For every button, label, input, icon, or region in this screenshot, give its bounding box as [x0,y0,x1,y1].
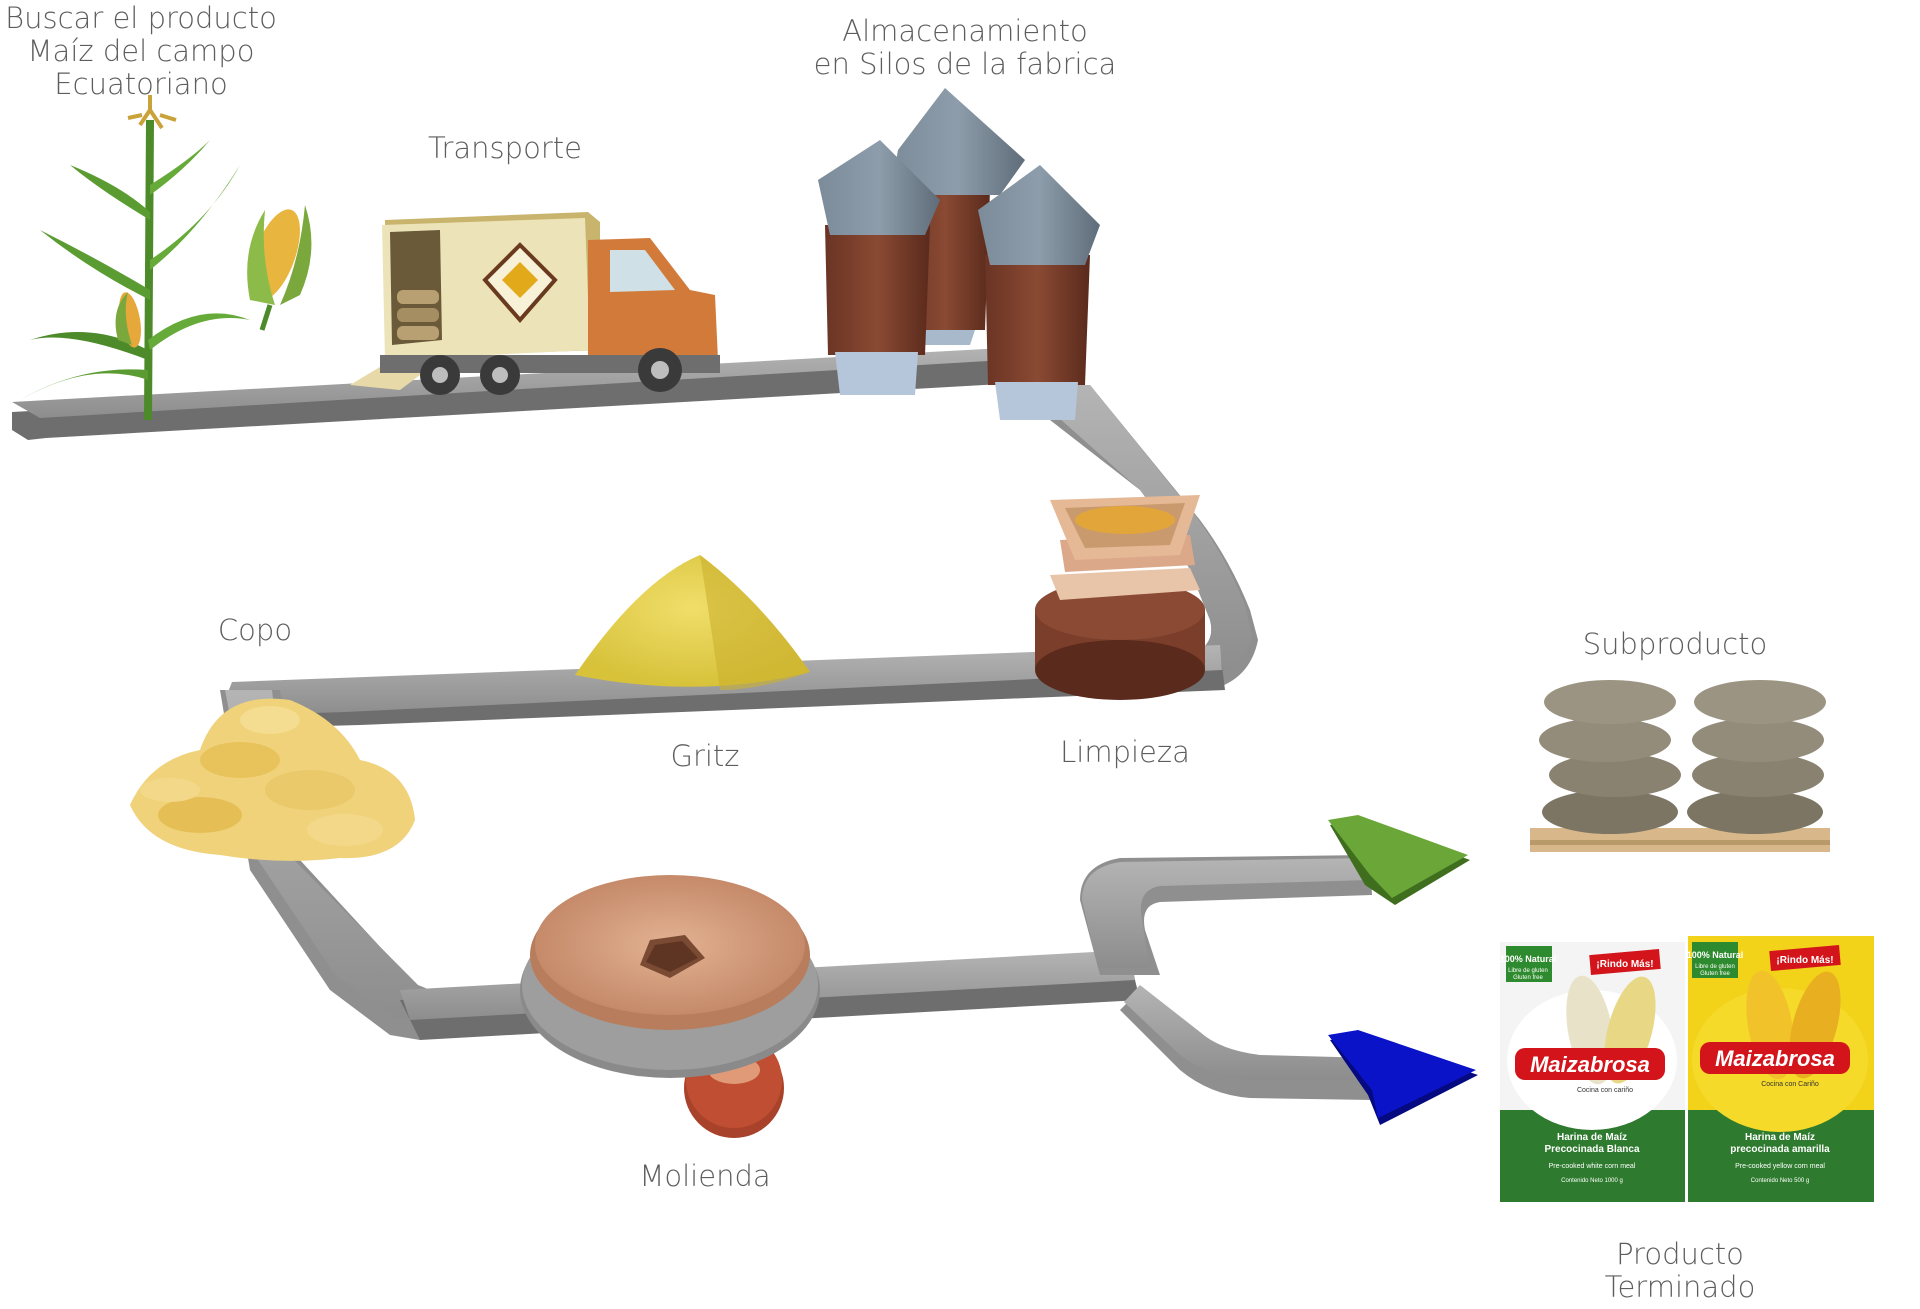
label-transporte-text: Transporte [428,131,582,165]
label-copo-text: Copo [217,613,293,647]
package-white-name2: Precocinada Blanca [1544,1144,1639,1155]
label-limpieza: Limpieza [1040,736,1210,769]
package-white-english: Pre-cooked white corn meal [1549,1163,1636,1170]
label-campo-line2: Maíz del campo [27,34,255,68]
label-gritz-text: Gritz [670,739,740,773]
package-white-badge: 100% Natural [1500,954,1557,964]
label-producto-line1: Producto [1616,1237,1744,1271]
arrow-subproducto-icon [1328,815,1470,905]
package-white-promo: ¡Rindo Más! [1596,959,1653,970]
package-yellow-brand: Maizabrosa [1715,1046,1835,1071]
package-yellow-name1: Harina de Maíz [1745,1132,1815,1143]
package-yellow: Maizabrosa 100% Natural Libre de gluten … [1687,936,1874,1202]
label-molienda-text: Molienda [639,1159,771,1193]
label-gritz: Gritz [630,740,780,773]
package-yellow-name2: precocinada amarilla [1730,1144,1830,1155]
corn-plant-icon [20,95,312,421]
label-molienda: Molienda [620,1160,790,1193]
label-almacenamiento-line1: Almacenamiento [842,14,1088,48]
package-white-net: Contenido Neto 1000 g [1561,1178,1623,1184]
package-yellow-promo: ¡Rindo Más! [1776,955,1833,966]
silos-icon [818,88,1100,420]
label-almacenamiento-line2: en Silos de la fabrica [813,47,1117,81]
label-subproducto-text: Subproducto [1582,627,1768,661]
package-yellow-badge: 100% Natural [1687,950,1744,960]
package-yellow-english: Pre-cooked yellow corn meal [1735,1163,1825,1170]
cleaning-machine-icon [1035,495,1205,700]
package-white: Maizabrosa 100% Natural Libre de gluten … [1500,942,1685,1202]
package-yellow-badge-sub1: Libre de gluten [1695,964,1735,970]
arrow-producto-icon [1328,1030,1478,1125]
label-transporte: Transporte [405,132,605,165]
package-white-tagline: Cocina con cariño [1577,1087,1633,1094]
label-copo: Copo [190,614,320,647]
package-yellow-badge-sub2: Gluten free [1700,971,1730,977]
sacks-icon [1530,680,1830,852]
corn-flakes-icon [130,698,415,861]
mill-gear-icon [520,875,820,1138]
package-yellow-tagline: Cocina con Cariño [1761,1081,1819,1088]
label-subproducto: Subproducto [1565,628,1785,661]
label-almacenamiento: Almacenamiento en Silos de la fabrica [810,15,1120,81]
label-campo-line1: Buscar el producto [5,1,277,35]
gritz-pile-icon [575,555,810,690]
package-yellow-net: Contenido Neto 500 g [1751,1178,1809,1184]
truck-icon [350,212,720,395]
package-white-name1: Harina de Maíz [1557,1132,1627,1143]
label-limpieza-text: Limpieza [1060,735,1190,769]
package-white-brand: Maizabrosa [1530,1052,1650,1077]
label-campo-line3: Ecuatoriano [54,67,228,101]
label-producto-line2: Terminado [1604,1270,1756,1304]
package-white-badge-sub1: Libre de gluten [1508,968,1548,974]
package-white-badge-sub2: Gluten free [1513,975,1543,981]
label-producto: Producto Terminado [1580,1238,1780,1304]
label-campo: Buscar el producto Maíz del campo Ecuato… [0,2,282,101]
